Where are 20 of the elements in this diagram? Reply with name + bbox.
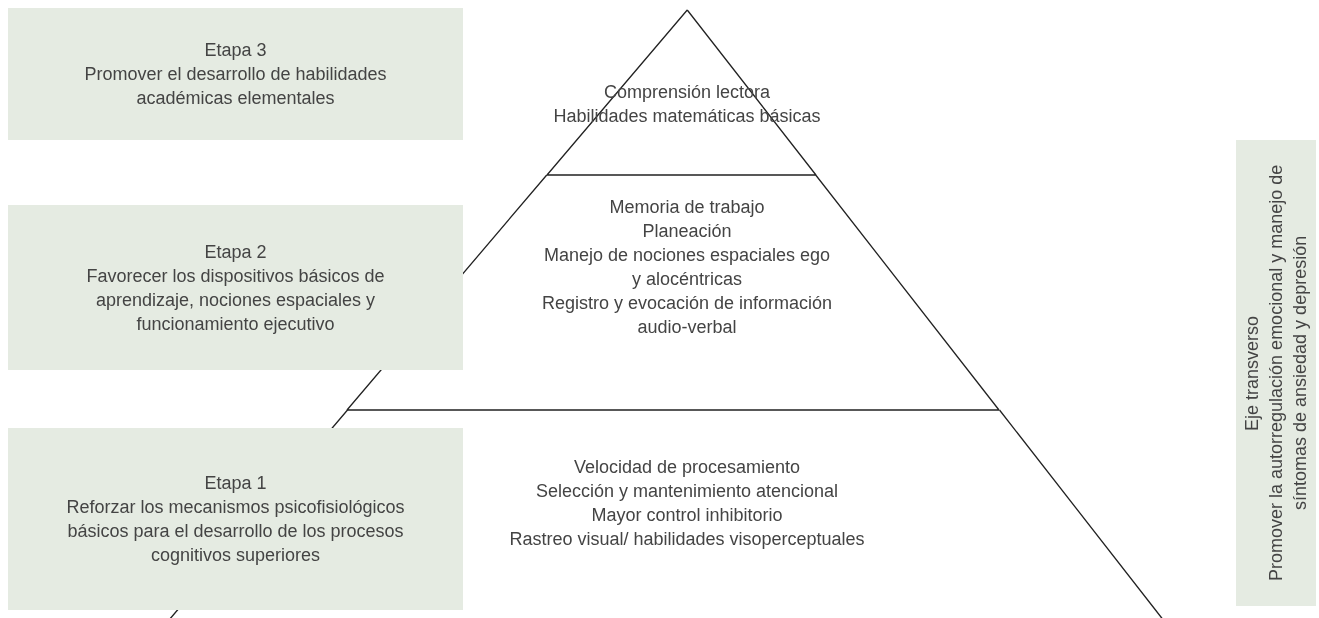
skill-label: Velocidad de procesamiento [572,456,802,479]
stage-description: Reforzar los mecanismos psicofisiológicos básicos para el desarrollo de los procesos cognitivos superiores [65,496,406,567]
stage-description: Favorecer los dispositivos básicos de aprendizaje, nociones espaciales y funcionamiento ejecutivo [85,264,386,336]
stage-heading: Etapa 3 [204,39,267,62]
skill-label: Mayor control inhibitorio [590,504,784,527]
cross-axis-box [1236,140,1316,606]
stage-description: Promover el desarrollo de habilidades académicas elementales [83,63,388,110]
stage-heading: Etapa 2 [204,240,267,264]
stage-box [8,8,463,140]
stage-heading: Etapa 1 [204,472,267,495]
stage-box [8,205,463,370]
skill-label: Rastreo visual/ habilidades visoperceptuales [508,528,866,551]
skill-label: Manejo de nociones espaciales ego y alocéntricas [542,244,832,291]
stage-description: Promover la autorregulación emocional y manejo de síntomas de ansiedad y depresión [1265,163,1311,584]
skill-label: Memoria de trabajo [608,196,766,219]
skill-label: Selección y mantenimiento atencional [534,480,840,503]
stage-heading: Eje transverso [1241,314,1263,433]
stage-box [8,428,463,610]
skill-label: Registro y evocación de información audio-verbal [540,292,834,339]
skill-label: Planeación [641,220,733,243]
